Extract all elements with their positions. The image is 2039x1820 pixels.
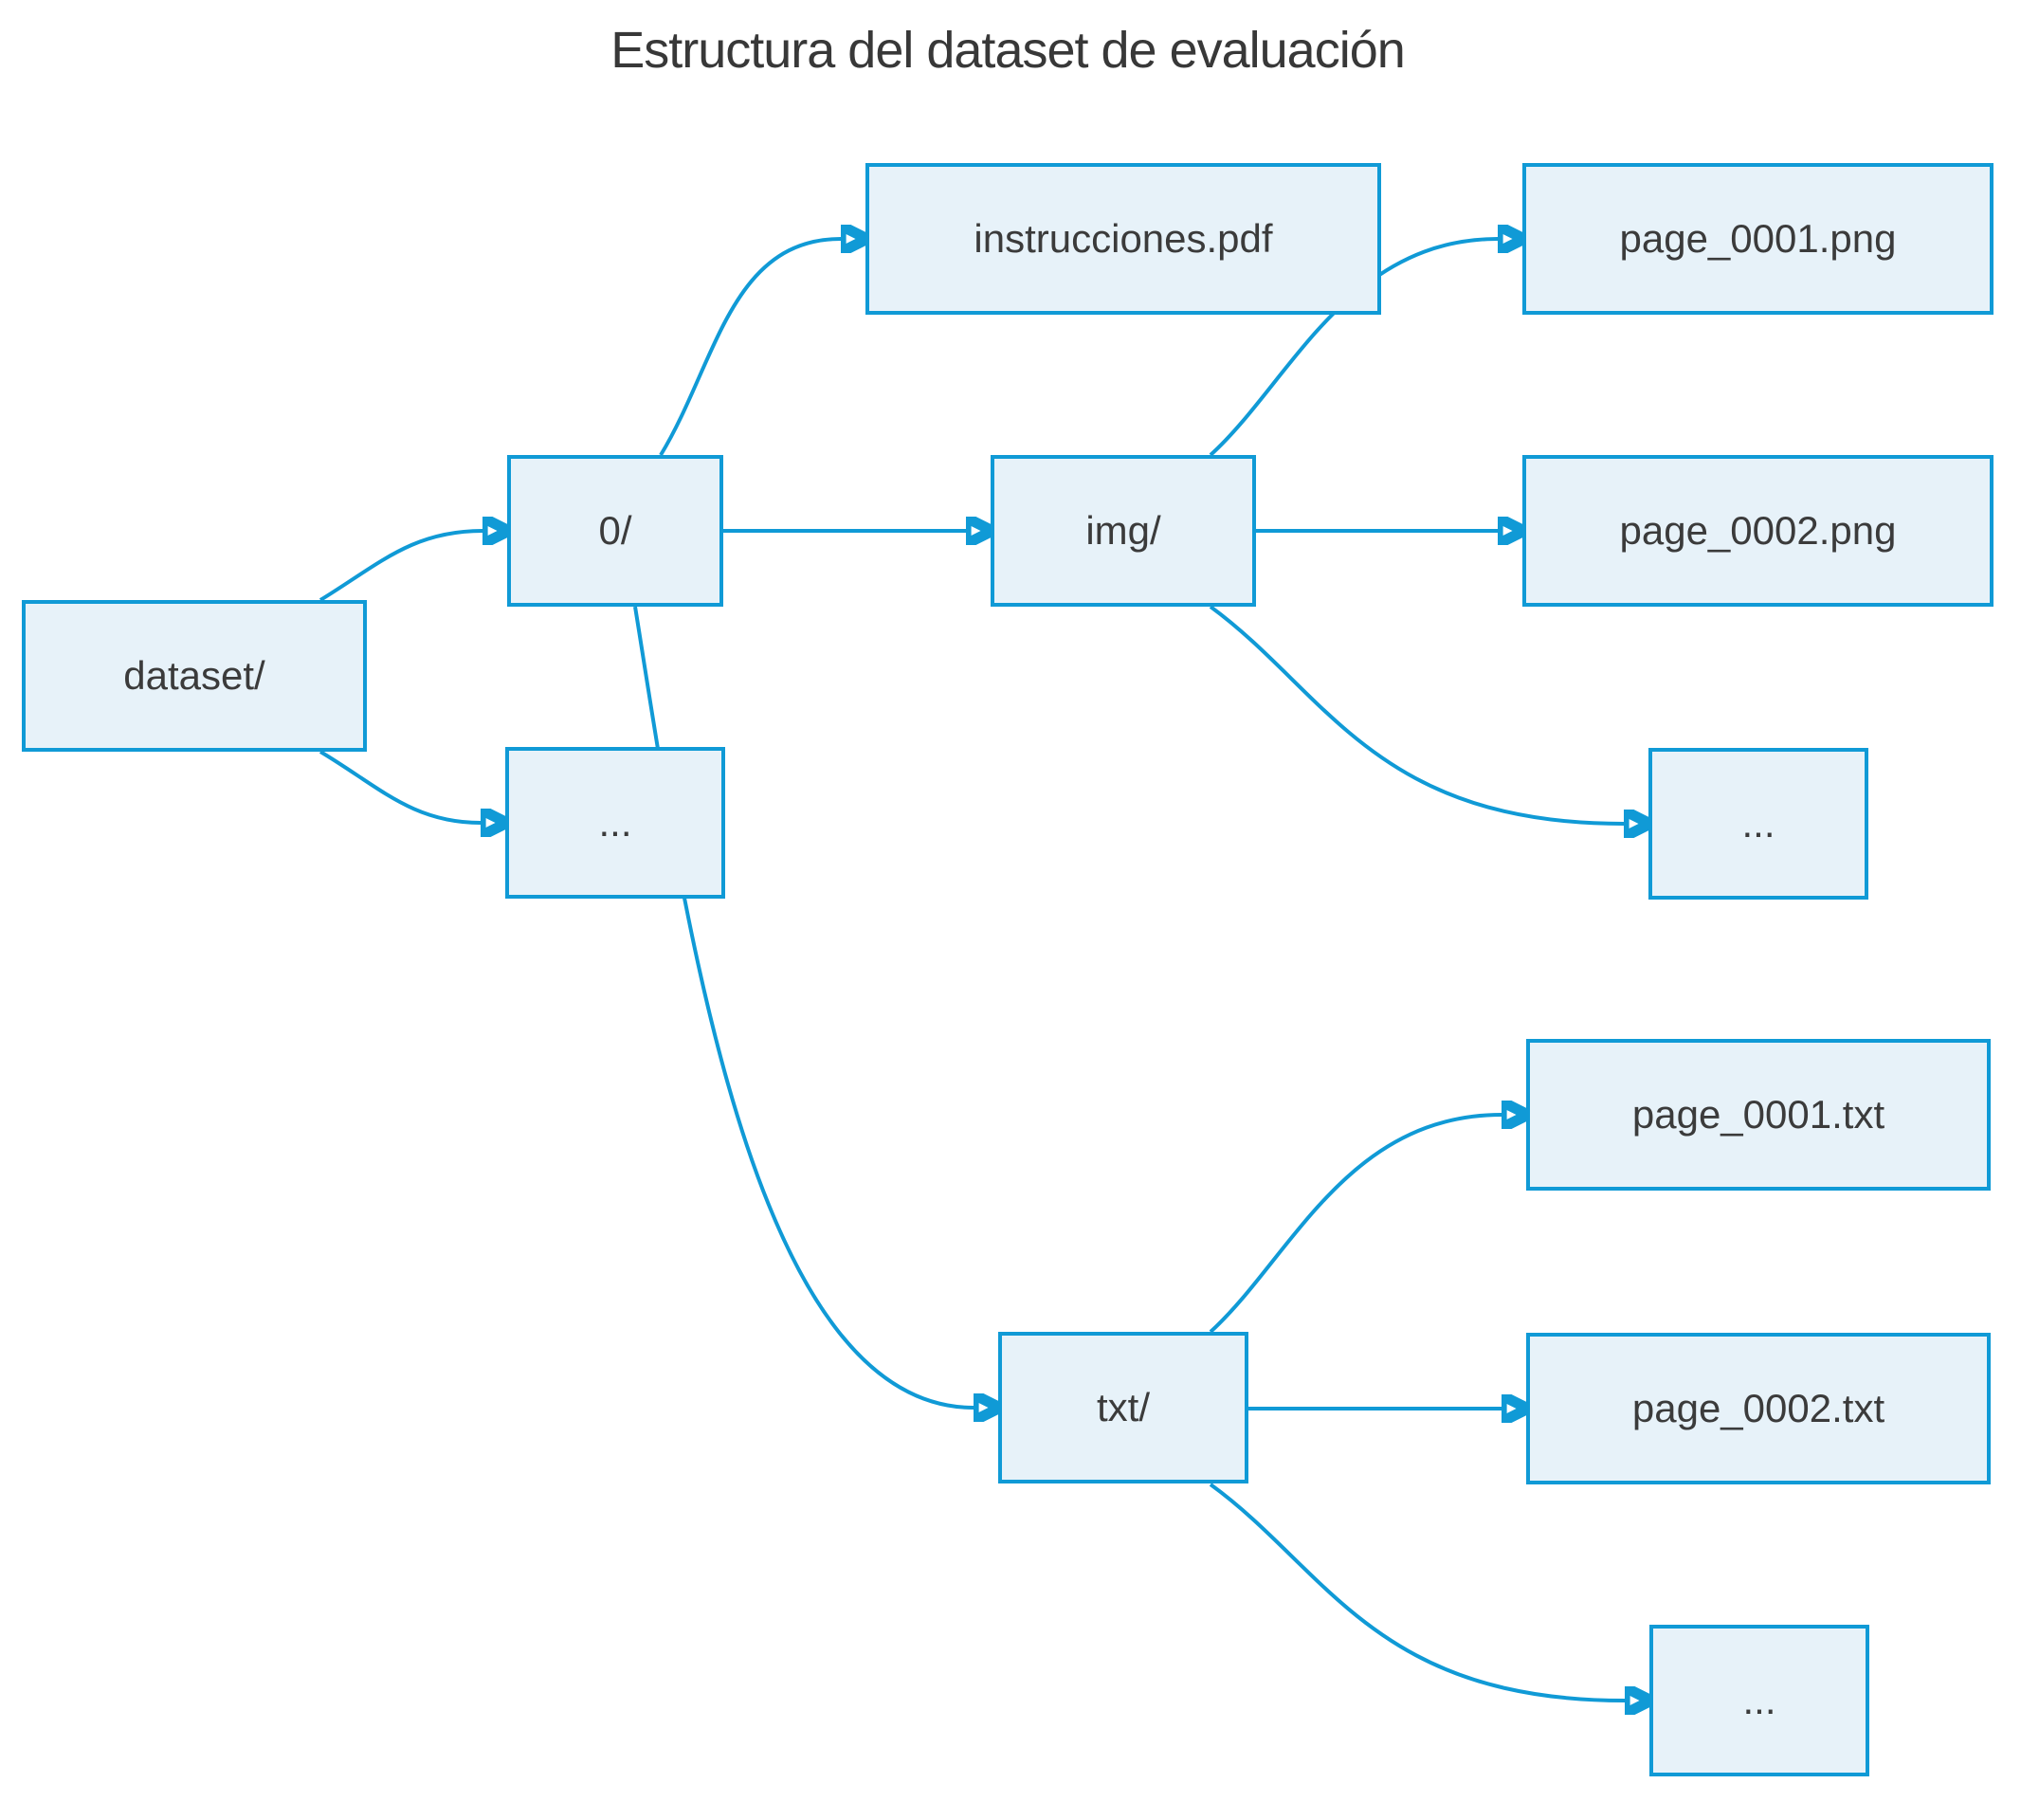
edge-txt-to-dots3 — [1209, 1483, 1625, 1701]
edge-img-to-dots2 — [1209, 605, 1624, 824]
node-dots-3: ... — [1649, 1625, 1869, 1776]
node-txt: txt/ — [998, 1332, 1248, 1483]
edge-0-to-txt — [633, 606, 974, 1408]
node-img: img/ — [991, 455, 1256, 607]
node-page-0002-txt: page_0002.txt — [1526, 1333, 1991, 1484]
node-0: 0/ — [507, 455, 723, 607]
node-instrucciones-pdf: instrucciones.pdf — [865, 163, 1381, 315]
node-dataset: dataset/ — [22, 600, 367, 752]
node-dots-1: ... — [505, 747, 725, 899]
diagram-title: Estructura del dataset de evaluación — [610, 22, 1406, 79]
node-page-0002-png: page_0002.png — [1522, 455, 1993, 607]
edge-img-to-png1 — [1209, 239, 1498, 457]
edge-txt-to-txt1 — [1209, 1115, 1502, 1334]
edge-0-to-instrucciones — [659, 239, 841, 457]
edge-dataset-to-dots1 — [319, 750, 481, 823]
node-page-0001-png: page_0001.png — [1522, 163, 1993, 315]
node-dots-2: ... — [1648, 748, 1868, 900]
edge-dataset-to-0 — [319, 531, 482, 602]
node-page-0001-txt: page_0001.txt — [1526, 1039, 1991, 1191]
